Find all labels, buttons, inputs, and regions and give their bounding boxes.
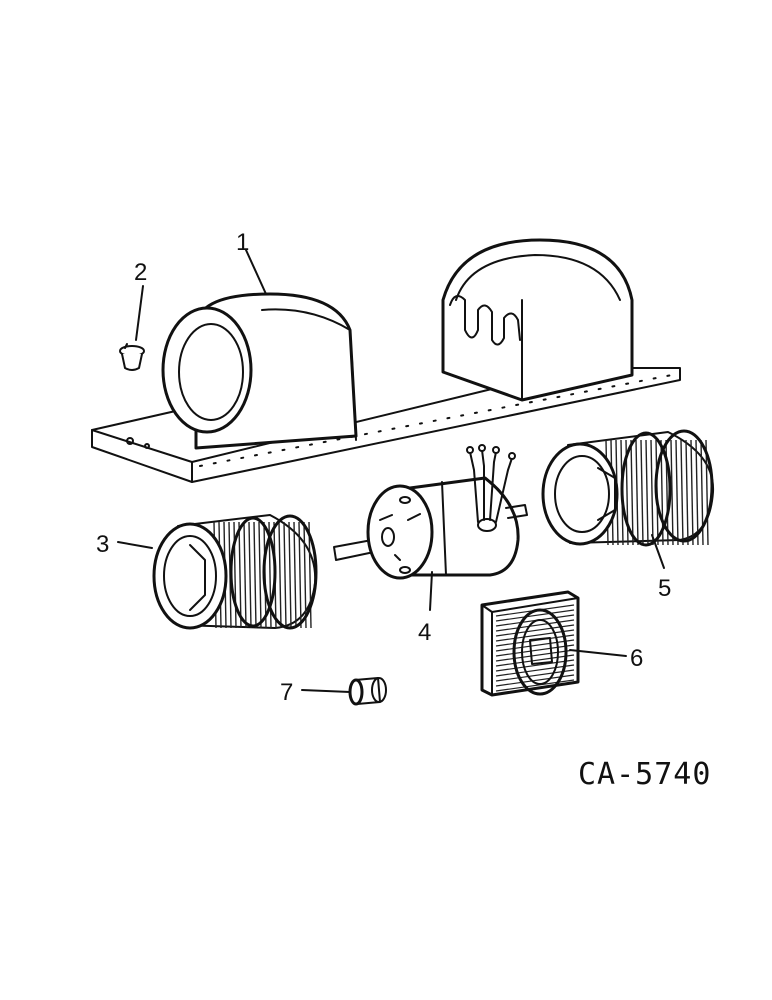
grille-slat xyxy=(495,669,575,682)
grille-slat xyxy=(495,679,575,692)
grille-slat xyxy=(495,649,575,662)
wheel-fin xyxy=(685,439,689,546)
wheel-fin xyxy=(258,521,262,629)
grille-slat xyxy=(495,629,575,642)
grille-slat xyxy=(495,619,575,632)
left-scroll-housing xyxy=(161,292,358,450)
grommet-part xyxy=(119,343,145,371)
callout-6: 6 xyxy=(630,645,643,672)
wheel-fin xyxy=(243,521,247,629)
wheel-fin xyxy=(670,439,674,546)
wheel-fin xyxy=(680,439,684,546)
callout-2: 2 xyxy=(134,259,147,286)
wheel-fin xyxy=(308,521,312,629)
wheel-fin xyxy=(303,521,307,629)
grille-slat xyxy=(495,644,575,657)
grille-slat xyxy=(495,609,575,622)
callout-4: 4 xyxy=(418,619,431,646)
callout-5: 5 xyxy=(658,575,671,602)
wheel-fin xyxy=(248,521,252,629)
sleeve-part xyxy=(348,677,387,706)
callout-1: 1 xyxy=(236,229,249,256)
grille-slat xyxy=(495,664,575,677)
blower-housing-assembly xyxy=(91,238,681,483)
wheel-fin xyxy=(298,521,302,629)
wheel-fin xyxy=(690,439,694,546)
blower-wheel-right xyxy=(541,429,715,547)
wheel-fin xyxy=(283,521,287,629)
grille-slat xyxy=(495,654,575,667)
drawing-id: CA-5740 xyxy=(578,757,711,792)
wheel-fin xyxy=(650,439,654,546)
resistor-block xyxy=(480,590,580,697)
wheel-fin xyxy=(288,521,292,629)
callout-3: 3 xyxy=(96,531,109,558)
wheel-fin xyxy=(630,439,634,546)
wheel-fin xyxy=(640,439,644,546)
wheel-fin xyxy=(645,439,649,546)
wheel-fin xyxy=(278,521,282,629)
wheel-fin xyxy=(253,521,257,629)
leader-lines xyxy=(117,249,665,693)
wheel-fin xyxy=(635,439,639,546)
wheel-fin xyxy=(293,521,297,629)
blower-wheel-left xyxy=(152,514,318,630)
wheel-fin xyxy=(705,439,709,546)
wheel-fin xyxy=(238,521,242,629)
right-scroll-housing xyxy=(441,238,634,402)
blower-motor xyxy=(333,444,528,580)
wheel-fin xyxy=(695,439,699,546)
wheel-fin xyxy=(675,439,679,546)
grille-slat xyxy=(495,659,575,672)
callout-7: 7 xyxy=(280,679,293,706)
grille-slat xyxy=(495,639,575,652)
